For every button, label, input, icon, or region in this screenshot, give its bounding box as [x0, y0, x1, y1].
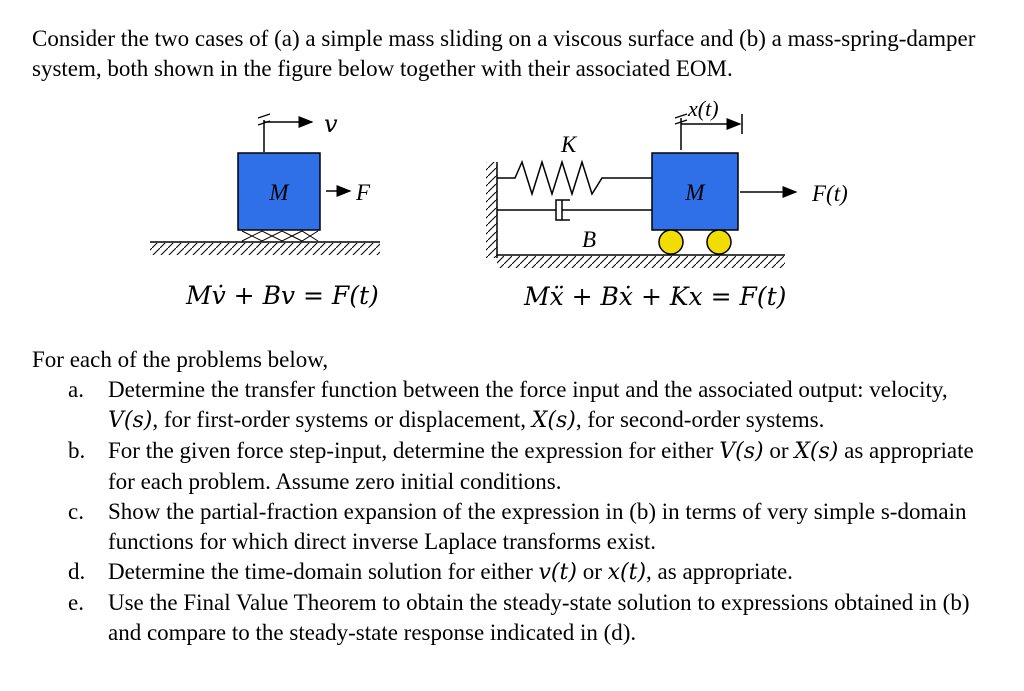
- ground-b: [497, 254, 785, 268]
- problem-text: Use the Final Value Theorem to obtain th…: [108, 590, 970, 645]
- wheel-right: [706, 229, 732, 255]
- damper-label: B: [582, 227, 596, 252]
- mass-block-a: [237, 152, 321, 231]
- problem-letter: a.: [68, 377, 84, 402]
- problem-list: a. Determine the transfer function betwe…: [56, 375, 996, 648]
- wheel-left: [658, 229, 684, 255]
- problem-letter: e.: [68, 590, 84, 615]
- mass-label-a: M: [268, 180, 290, 205]
- viscous-layer: [241, 230, 319, 242]
- problem-letter: d.: [68, 559, 86, 584]
- displacement-label: x(t): [687, 96, 719, 121]
- displacement-indicator: [674, 113, 743, 150]
- damper: [497, 199, 652, 221]
- problem-letter: b.: [68, 438, 86, 463]
- problem-text: For the given force step-input, determin…: [108, 438, 974, 494]
- figure: v M F K B: [150, 96, 848, 268]
- spring-label: K: [560, 132, 578, 157]
- problem-item-b: b. For the given force step-input, deter…: [56, 436, 996, 497]
- figure-b: K B M x(t) F(t): [486, 96, 848, 268]
- velocity-label: v: [324, 110, 338, 138]
- problem-text: Determine the time-domain solution for e…: [108, 559, 793, 585]
- spring: [497, 159, 652, 197]
- problem-text: Show the partial-fraction expansion of t…: [108, 499, 967, 554]
- force-label-b: F(t): [811, 181, 848, 206]
- problems-intro: For each of the problems below,: [32, 347, 329, 372]
- velocity-indicator: [257, 113, 314, 152]
- mass-block-b: [651, 152, 739, 231]
- problem-item-d: d. Determine the time-domain solution fo…: [56, 557, 996, 588]
- figure-a: v M F: [150, 110, 380, 255]
- wall: [486, 162, 498, 258]
- problem-text: Determine the transfer function between …: [108, 377, 948, 433]
- problem-item-e: e. Use the Final Value Theorem to obtain…: [56, 588, 996, 648]
- problem-item-c: c. Show the partial-fraction expansion o…: [56, 497, 996, 557]
- force-label-a: F: [355, 180, 371, 205]
- problem-item-a: a. Determine the transfer function betwe…: [56, 375, 996, 436]
- mass-label-b: M: [684, 180, 706, 205]
- intro-paragraph: Consider the two cases of (a) a simple m…: [32, 26, 976, 81]
- equation-b: Mẍ + Bẋ + Kx = F(t): [524, 282, 787, 311]
- ground-a: [150, 241, 380, 255]
- problem-letter: c.: [68, 499, 84, 524]
- equation-a: Mv̇ + Bv = F(t): [186, 281, 379, 310]
